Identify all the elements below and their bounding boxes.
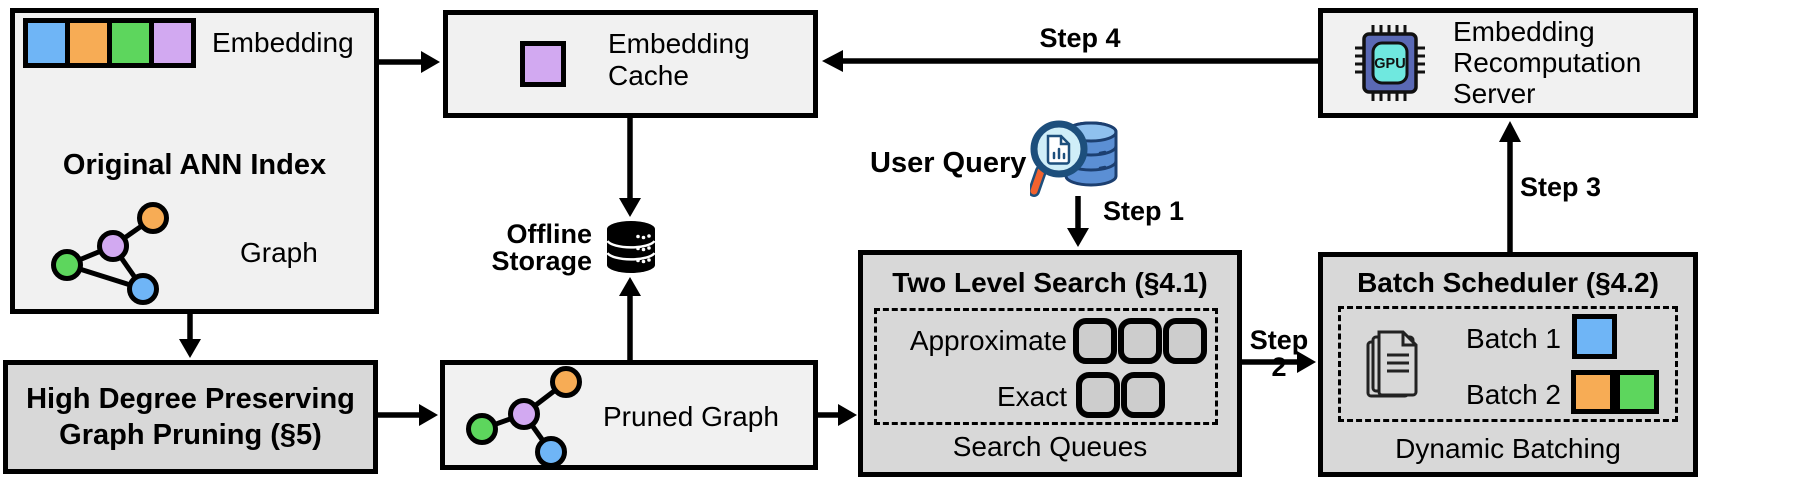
user-query-label: User Query [870, 147, 1027, 179]
embedding-label: Embedding [212, 27, 354, 58]
original-graph-icon [51, 202, 169, 305]
arrow-pruned-graph-to-search [818, 404, 857, 426]
search-queues-caption: Search Queues [952, 431, 1148, 462]
search-queues-panel: Approximate Exact [874, 308, 1218, 425]
documents-icon [1366, 330, 1418, 398]
exact-label: Exact [996, 381, 1067, 412]
embedding-cell-green [112, 23, 149, 63]
server-line1: Embedding [1453, 16, 1595, 47]
pruning-title-line2: Graph Pruning (§5) [59, 419, 322, 451]
pruned-graph-box: Pruned Graph [440, 360, 818, 470]
server-line3: Server [1453, 78, 1536, 109]
offline-storage-label: Offline Storage [440, 221, 592, 275]
exact-queues [1076, 372, 1165, 418]
arrow-step3-scheduler-to-server [1499, 121, 1521, 252]
arrow-pruned-graph-to-storage [619, 277, 641, 360]
batch1-label: Batch 1 [1466, 323, 1561, 354]
queue-slot [1118, 318, 1162, 364]
queue-slot [1163, 318, 1207, 364]
step1-label: Step 1 [1103, 196, 1185, 226]
batch-scheduler-title: Batch Scheduler (§4.2) [1357, 267, 1659, 298]
embedding-cache-line1: Embedding [608, 28, 750, 59]
pruned-graph-label: Pruned Graph [603, 401, 779, 432]
graph-pruning-box: High Degree Preserving Graph Pruning (§5… [3, 360, 378, 474]
batch2-label: Batch 2 [1466, 379, 1561, 410]
arrow-step4-server-to-cache [822, 50, 1318, 72]
approximate-label: Approximate [909, 325, 1067, 356]
batch2-cells [1571, 370, 1659, 414]
embedding-cache-line2: Cache [608, 60, 689, 91]
embedding-cache-box: Embedding Cache [443, 10, 818, 118]
arrow-cache-to-storage [619, 118, 641, 217]
dynamic-batching-caption: Dynamic Batching [1395, 433, 1621, 464]
queue-slot [1121, 372, 1165, 418]
embedding-cell-purple [154, 23, 191, 63]
query-magnifier-icon [1030, 120, 1118, 197]
embedding-cell-orange [70, 23, 107, 63]
embedding-cell-blue [28, 23, 65, 63]
original-index-title: Original ANN Index [62, 149, 327, 181]
arrow-index-to-pruning [179, 314, 201, 358]
batch1-cell-blue [1572, 314, 1617, 359]
embedding-cache-label: Embedding Cache [608, 28, 750, 92]
pruning-title-line1: High Degree Preserving [26, 383, 355, 415]
batch-scheduler-box: Batch Scheduler (§4.2) Batch 1 Batch 2 D… [1318, 252, 1698, 477]
step3-label: Step 3 [1520, 172, 1602, 202]
step4-label: Step 4 [1039, 23, 1121, 53]
server-line2: Recomputation [1453, 47, 1642, 78]
recomputation-server-box: GPU Embedding Recomputation Server [1318, 8, 1698, 118]
dynamic-batching-panel: Batch 1 Batch 2 [1338, 306, 1678, 422]
step2-label: Step 2 [1249, 325, 1309, 382]
gpu-chip-icon: GPU [1355, 25, 1425, 101]
queue-slot [1073, 318, 1117, 364]
pruned-graph-icon [466, 366, 582, 468]
offline-storage-line1: Offline [506, 219, 593, 249]
graph-label: Graph [240, 237, 318, 268]
arrow-step1-query-to-search [1067, 196, 1089, 247]
queue-slot [1076, 372, 1120, 418]
cached-embedding-cell [520, 41, 566, 87]
offline-storage-line2: Storage [491, 246, 592, 276]
two-level-search-title: Two Level Search (§4.1) [892, 267, 1208, 298]
recomputation-server-label: Embedding Recomputation Server [1453, 16, 1641, 109]
embedding-vector [23, 18, 196, 68]
arrow-index-to-cache [379, 51, 440, 73]
two-level-search-box: Two Level Search (§4.1) Approximate Exac… [858, 250, 1242, 477]
database-icon [606, 221, 656, 273]
original-ann-index-box: Embedding Original ANN Index Graph [10, 8, 379, 314]
batch2-cell-orange [1571, 370, 1615, 414]
arrow-pruning-to-pruned-graph [378, 404, 438, 426]
approximate-queues [1073, 318, 1207, 364]
batch2-cell-green [1615, 370, 1659, 414]
gpu-chip-label: GPU [1374, 56, 1405, 72]
